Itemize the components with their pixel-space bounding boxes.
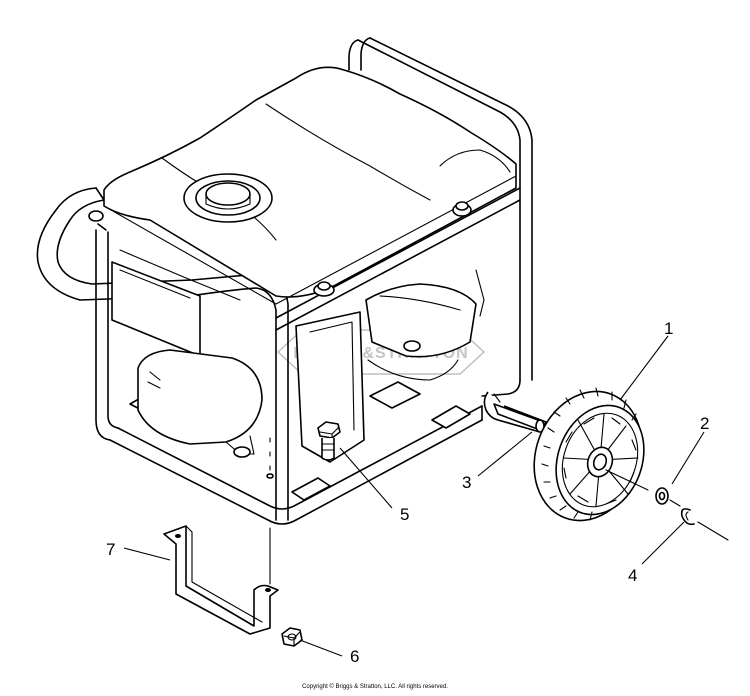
wheel bbox=[533, 387, 645, 522]
fuel-cap bbox=[183, 173, 273, 223]
tank-mount-bolt bbox=[88, 210, 104, 222]
flat-washer bbox=[655, 487, 669, 505]
wheel-spokes bbox=[563, 413, 639, 507]
leader-lines bbox=[123, 335, 705, 657]
callout-5: 5 bbox=[400, 505, 409, 524]
retaining-clip bbox=[680, 508, 695, 526]
callout-1: 1 bbox=[664, 319, 673, 338]
tank-mount-bolt bbox=[452, 201, 472, 217]
hex-nut bbox=[281, 627, 303, 647]
fuel-tank bbox=[88, 66, 517, 305]
bracket-stud bbox=[266, 437, 274, 479]
callout-7: 7 bbox=[106, 540, 115, 559]
wheel-tread bbox=[541, 387, 637, 521]
tank-mount-bolt bbox=[313, 281, 335, 297]
engine-assembly bbox=[111, 261, 485, 463]
assembly-centerline bbox=[605, 469, 729, 541]
callout-2: 2 bbox=[700, 414, 709, 433]
generator-frame bbox=[36, 37, 533, 525]
copyright-notice: Copyright © Briggs & Stratton, LLC. All … bbox=[302, 684, 448, 690]
support-bracket bbox=[163, 525, 279, 635]
callout-3: 3 bbox=[462, 473, 471, 492]
wheel-axle bbox=[483, 391, 547, 433]
callout-6: 6 bbox=[350, 647, 359, 666]
callout-4: 4 bbox=[628, 566, 637, 585]
hex-bolt bbox=[317, 421, 341, 461]
